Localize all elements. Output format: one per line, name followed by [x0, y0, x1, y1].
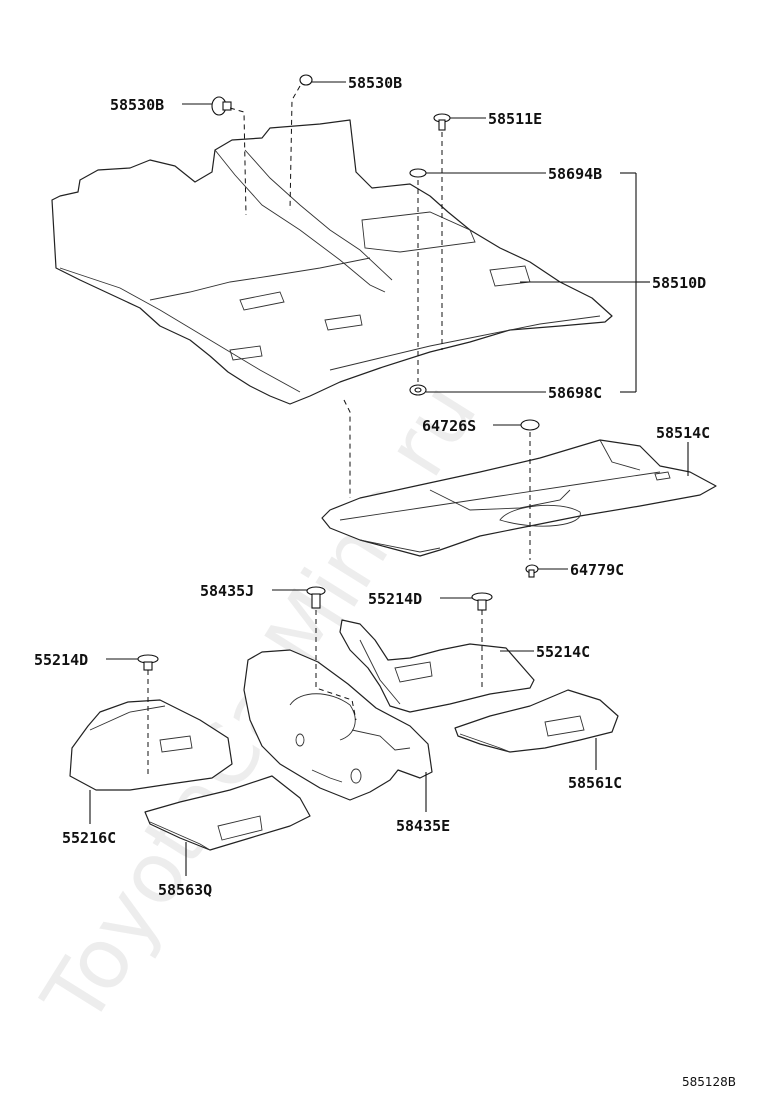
dash-silencer-right[interactable] — [339, 619, 535, 713]
clip-58698C-icon[interactable] — [409, 384, 427, 396]
tunnel-silencer[interactable] — [243, 649, 433, 801]
clip-58435J-icon[interactable] — [306, 586, 326, 609]
label-64726S[interactable]: 64726S — [422, 417, 476, 435]
label-58563Q[interactable]: 58563Q — [158, 881, 212, 899]
clip-55214D-left-icon[interactable] — [137, 654, 159, 671]
label-58435J[interactable]: 58435J — [200, 582, 254, 600]
clip-64779C-icon[interactable] — [525, 564, 539, 578]
label-58511E[interactable]: 58511E — [488, 110, 542, 128]
label-58530B-top[interactable]: 58530B — [348, 74, 402, 92]
label-64779C[interactable]: 64779C — [570, 561, 624, 579]
label-58694B[interactable]: 58694B — [548, 165, 602, 183]
floor-mat-front-left[interactable] — [144, 775, 311, 851]
floor-mat-front-right[interactable] — [454, 689, 619, 753]
clip-58530B-left-icon[interactable] — [211, 96, 232, 116]
floor-carpet-main[interactable] — [51, 119, 613, 405]
label-58510D[interactable]: 58510D — [652, 274, 706, 292]
clip-58511E-icon[interactable] — [433, 113, 451, 131]
label-58435E[interactable]: 58435E — [396, 817, 450, 835]
floor-carpet-rear[interactable] — [321, 439, 717, 557]
label-58561C[interactable]: 58561C — [568, 774, 622, 792]
label-55216C[interactable]: 55216C — [62, 829, 116, 847]
leader-lines — [89, 81, 689, 876]
label-55214D-left[interactable]: 55214D — [34, 651, 88, 669]
clip-64726S-icon[interactable] — [520, 419, 540, 431]
clip-55214D-mid-icon[interactable] — [471, 592, 493, 611]
clip-58694B-icon[interactable] — [409, 168, 427, 178]
label-58530B-left[interactable]: 58530B — [110, 96, 164, 114]
part-labels: 58530B 58530B 58511E 58694B 58510D 58698… — [34, 74, 710, 899]
dash-silencer-left[interactable] — [69, 699, 233, 791]
label-58698C[interactable]: 58698C — [548, 384, 602, 402]
label-58514C[interactable]: 58514C — [656, 424, 710, 442]
clip-58530B-top-icon[interactable] — [299, 74, 313, 86]
label-55214D-mid[interactable]: 55214D — [368, 590, 422, 608]
label-55214C[interactable]: 55214C — [536, 643, 590, 661]
diagram-code: 585128B — [682, 1075, 736, 1089]
assembly-lines — [147, 85, 531, 774]
